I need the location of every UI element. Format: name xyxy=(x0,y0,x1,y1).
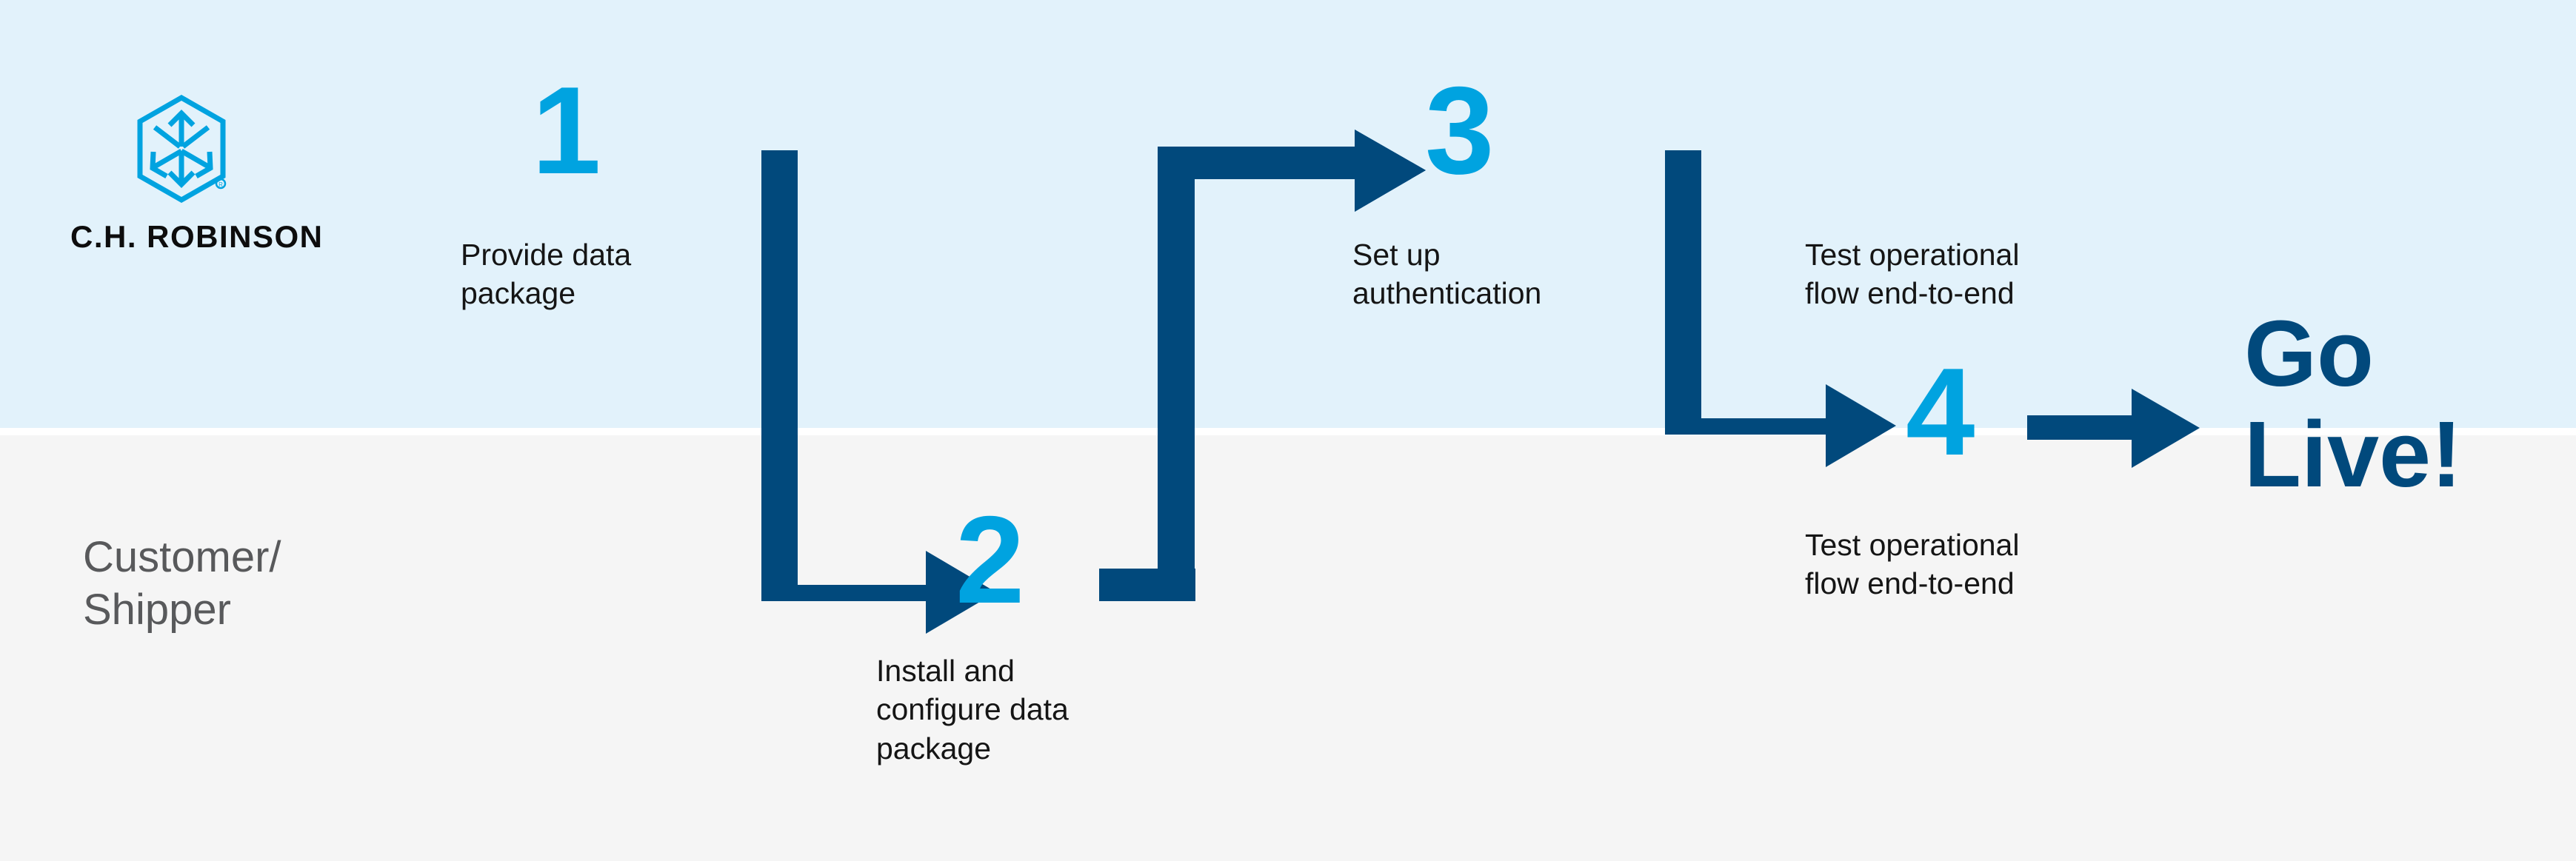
step-number-1: 1 xyxy=(532,61,601,200)
brand-wordmark: C.H. ROBINSON xyxy=(70,219,324,254)
lane-label-customer-shipper: Customer/ Shipper xyxy=(83,533,281,634)
step-caption-3: Set up authentication xyxy=(1352,238,1542,311)
step-number-4: 4 xyxy=(1906,342,1975,481)
hexagon-cube-arrows-icon: R xyxy=(137,95,227,203)
step-number-2: 2 xyxy=(955,490,1025,629)
go-live-label: Go Live! xyxy=(2244,301,2463,507)
step-number-3: 3 xyxy=(1425,61,1495,200)
step-caption-test-flow-top: Test operational flow end-to-end xyxy=(1805,238,2020,311)
step-caption-2: Install and configure data package xyxy=(876,654,1069,765)
brand-logo: R C.H. ROBINSON xyxy=(70,95,324,255)
bottom-background-band xyxy=(0,435,2576,861)
top-background-band xyxy=(0,0,2576,428)
step-caption-1: Provide data package xyxy=(461,238,632,311)
step-caption-4: Test operational flow end-to-end xyxy=(1805,528,2020,601)
svg-text:R: R xyxy=(218,181,223,188)
